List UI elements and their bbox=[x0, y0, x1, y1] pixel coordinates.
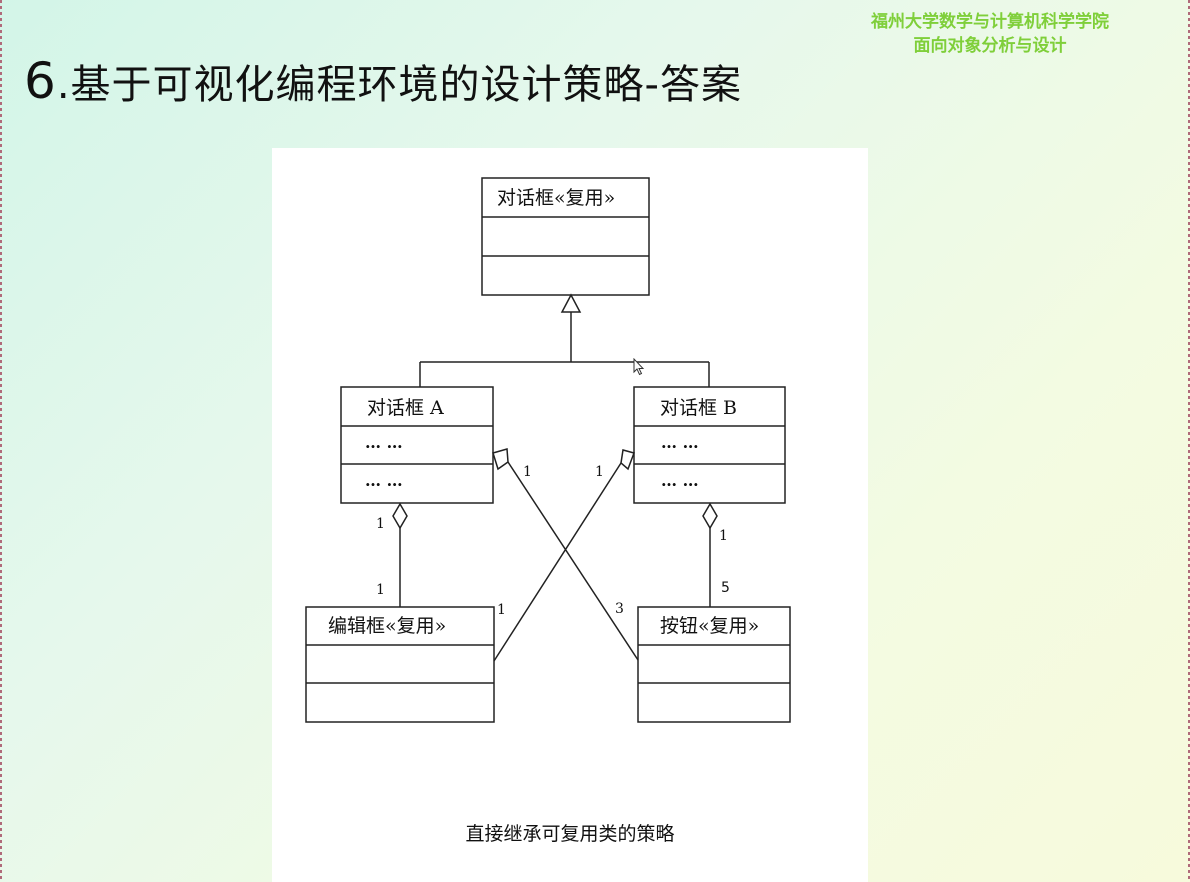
class-dialog-b: 对话框 B … … … … bbox=[633, 386, 786, 504]
class-box bbox=[340, 386, 494, 504]
uml-diagram-panel: 对话框«复用» 对话框 A … … … … 对话框 B … … … … bbox=[272, 148, 868, 882]
multiplicity-label: 1 bbox=[376, 516, 385, 532]
association-line bbox=[493, 462, 622, 662]
uml-class-diagram: 对话框«复用» 对话框 A … … … … 对话框 B … … … … bbox=[305, 177, 791, 845]
class-operations: … … bbox=[661, 471, 699, 490]
class-name: 按钮«复用» bbox=[660, 615, 759, 637]
class-name: 编辑框«复用» bbox=[328, 615, 446, 637]
slide-frame-left bbox=[0, 0, 2, 882]
class-dialog-a: 对话框 A … … … … bbox=[340, 386, 494, 504]
aggregation-diamond bbox=[392, 502, 408, 530]
class-dialog-reuse: 对话框«复用» bbox=[481, 177, 650, 296]
class-box bbox=[305, 606, 495, 723]
slide-title-number: 6 bbox=[24, 52, 57, 110]
institution-header: 福州大学数学与计算机科学学院 面向对象分析与设计 bbox=[830, 10, 1150, 58]
diagram-caption: 直接继承可复用类的策略 bbox=[465, 823, 674, 845]
course-name: 面向对象分析与设计 bbox=[913, 36, 1067, 56]
aggregation-b-editbox: 1 1 bbox=[493, 449, 635, 662]
aggregation-diamond bbox=[620, 449, 635, 471]
class-attributes: … … bbox=[365, 433, 403, 452]
multiplicity-label: 1 bbox=[523, 464, 532, 480]
class-attributes: … … bbox=[661, 433, 699, 452]
aggregation-a-editbox: 1 1 bbox=[376, 502, 408, 607]
class-button-reuse: 按钮«复用» bbox=[637, 606, 791, 723]
multiplicity-label: 1 bbox=[497, 602, 506, 618]
aggregation-diamond bbox=[492, 448, 509, 471]
class-box bbox=[481, 177, 650, 296]
generalization-arrow bbox=[419, 293, 710, 387]
aggregation-diamond bbox=[702, 502, 718, 530]
class-name: 对话框 A bbox=[367, 397, 444, 419]
slide-title-text: .基于可视化编程环境的设计策略-答案 bbox=[56, 62, 742, 108]
slide-frame-right bbox=[1188, 0, 1190, 882]
institution-name: 福州大学数学与计算机科学学院 bbox=[871, 12, 1109, 32]
multiplicity-label: 1 bbox=[719, 528, 728, 544]
class-name: 对话框«复用» bbox=[497, 187, 615, 209]
multiplicity-label: 1 bbox=[595, 464, 604, 480]
class-box bbox=[637, 606, 791, 723]
slide-title: 6.基于可视化编程环境的设计策略-答案 bbox=[24, 52, 742, 110]
multiplicity-label: 3 bbox=[615, 601, 624, 617]
class-operations: … … bbox=[365, 471, 403, 490]
aggregation-b-button: 1 5 bbox=[702, 502, 730, 607]
inheritance-triangle bbox=[560, 293, 582, 313]
multiplicity-label: 1 bbox=[376, 582, 385, 598]
class-editbox-reuse: 编辑框«复用» bbox=[305, 606, 495, 723]
aggregation-a-button: 1 3 bbox=[492, 448, 639, 661]
class-box bbox=[633, 386, 786, 504]
class-name: 对话框 B bbox=[660, 397, 737, 419]
mouse-pointer-icon bbox=[633, 358, 645, 376]
multiplicity-label: 5 bbox=[721, 580, 730, 596]
association-line bbox=[507, 461, 639, 661]
